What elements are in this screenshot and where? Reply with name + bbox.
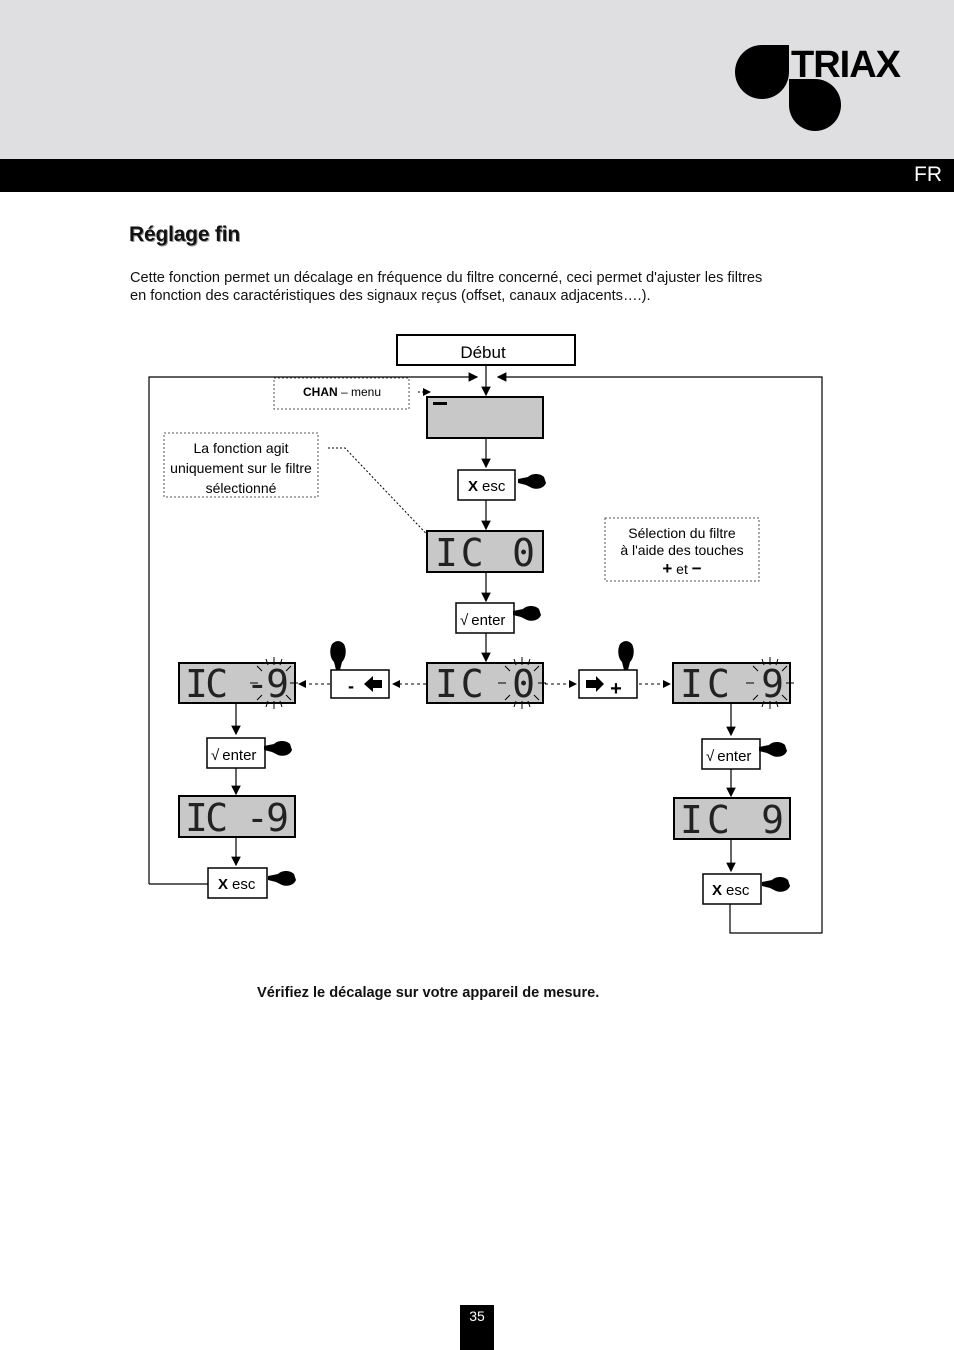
hand-icon bbox=[759, 742, 787, 757]
chan-menu-box bbox=[273, 377, 410, 410]
enter-button-center bbox=[455, 602, 515, 634]
intro-paragraph: Cette fonction permet un décalage en fré… bbox=[130, 269, 850, 305]
note-left-line-2: uniquement sur le filtre bbox=[170, 460, 312, 476]
note-right-line-3: + et − bbox=[662, 559, 701, 578]
page-number: 35 bbox=[469, 1308, 485, 1324]
flow-diagram: Début CHAN – menu La fonction agit uniqu… bbox=[148, 334, 823, 934]
enter-center-label: √enter bbox=[460, 612, 505, 629]
hand-icon bbox=[268, 871, 296, 886]
note-left-box bbox=[163, 432, 319, 498]
page-title: Réglage fin bbox=[129, 223, 240, 246]
enter-right-label: √enter bbox=[706, 748, 751, 765]
language-bar bbox=[0, 159, 954, 192]
lcd-minus9 bbox=[178, 795, 296, 838]
triax-logo: TRIAX bbox=[735, 44, 903, 131]
arrow-right-icon bbox=[586, 676, 604, 692]
hand-icon bbox=[264, 741, 292, 756]
language-label: FR bbox=[914, 163, 942, 186]
minus-key-label: - bbox=[348, 676, 354, 696]
chan-menu-label: CHAN – menu bbox=[303, 385, 381, 399]
lcd-ic0-top bbox=[426, 530, 544, 573]
left-loop-line bbox=[148, 372, 479, 884]
lcd-minus9-flash-text: IC -9 bbox=[185, 662, 289, 706]
enter-button-right bbox=[701, 738, 761, 770]
note-left-line-1: La fonction agit bbox=[194, 440, 289, 456]
right-loop-line bbox=[496, 372, 823, 934]
brand-text: TRIAX bbox=[791, 44, 902, 86]
lcd-blank bbox=[426, 396, 544, 439]
plus-key bbox=[578, 669, 638, 699]
page-number-box bbox=[460, 1305, 494, 1350]
esc-button-left bbox=[207, 867, 268, 899]
arrow-left-icon bbox=[364, 676, 382, 692]
lcd-plus9 bbox=[673, 797, 791, 840]
lcd-minus9-flash bbox=[178, 662, 296, 704]
hand-down-icon bbox=[618, 641, 634, 670]
intro-line-2: en fonction des caractéristiques des sig… bbox=[130, 288, 651, 304]
hand-icon bbox=[762, 877, 790, 892]
hand-icon bbox=[518, 474, 546, 489]
note-right-box bbox=[604, 517, 760, 582]
esc-button-right bbox=[702, 873, 762, 905]
lcd-plus9-flash bbox=[672, 662, 791, 704]
footnote: Vérifiez le décalage sur votre appareil … bbox=[257, 985, 600, 1001]
enter-left-label: √enter bbox=[211, 747, 256, 764]
intro-line-1: Cette fonction permet un décalage en fré… bbox=[130, 270, 763, 286]
note-left-line-3: sélectionné bbox=[206, 480, 277, 496]
start-label: Début bbox=[460, 343, 506, 362]
hand-down-icon bbox=[330, 641, 346, 670]
plus-key-label: + bbox=[610, 678, 622, 700]
note-right-line-1: Sélection du filtre bbox=[628, 525, 736, 541]
enter-button-left bbox=[206, 737, 266, 769]
start-box bbox=[396, 334, 576, 366]
esc-button-top bbox=[457, 469, 516, 501]
lcd-minus9-text: IC -9 bbox=[185, 796, 289, 840]
hand-icon bbox=[513, 606, 541, 621]
note-right-line-2: à l'aide des touches bbox=[620, 542, 743, 558]
lcd-ic0-flash bbox=[426, 662, 544, 704]
